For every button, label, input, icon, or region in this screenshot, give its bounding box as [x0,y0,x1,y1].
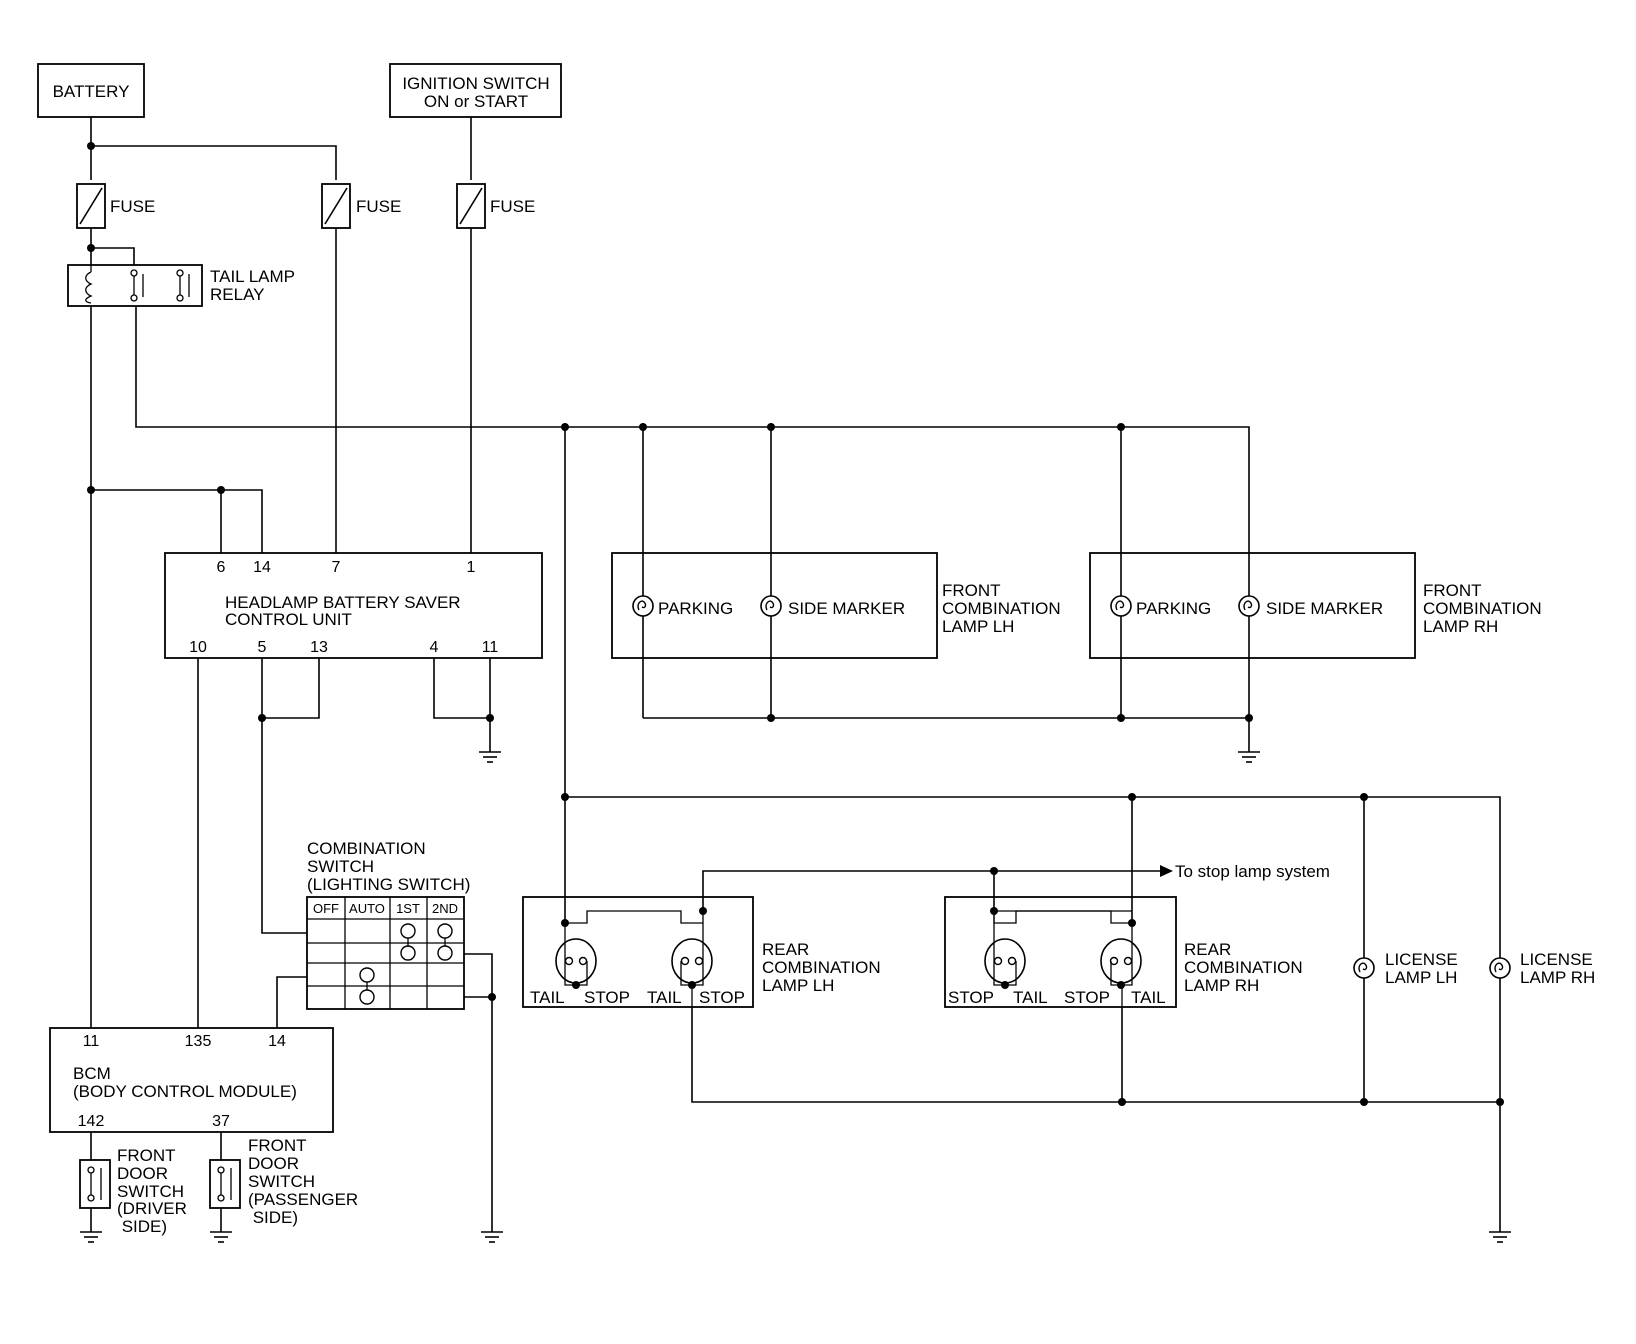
front-rh-label-line1: FRONT [1423,581,1482,600]
comb-switch-label-line1: COMBINATION [307,839,426,858]
ignition-switch-block: IGNITION SWITCH ON or START [389,63,562,118]
front-door-switch-driver: FRONT DOOR SWITCH (DRIVER SIDE) [79,1146,187,1236]
bcm-label-line2: (BODY CONTROL MODULE) [73,1082,297,1101]
side-marker-label: SIDE MARKER [788,599,905,618]
pin-6: 6 [217,559,226,576]
passenger-switch-line3: SWITCH [248,1172,315,1191]
pin-4: 4 [430,639,439,656]
bcm-label-line1: BCM [73,1064,111,1083]
stop-lamp-system-label: To stop lamp system [1175,862,1330,881]
comb-switch-label-line2: SWITCH [307,857,374,876]
rear-rh-label-line1: REAR [1184,940,1231,959]
license-rh-line1: LICENSE [1520,950,1593,969]
stop-label: STOP [584,988,630,1007]
tail-label: TAIL [647,988,682,1007]
front-combination-lamp-lh: PARKING SIDE MARKER FRONT COMBINATION LA… [611,552,1061,659]
driver-switch-line5: SIDE) [117,1217,167,1236]
ground-icon [478,751,502,763]
pin-11: 11 [482,639,499,656]
headlamp-battery-saver-control-unit: 6 14 7 1 HEADLAMP BATTERY SAVER CONTROL … [164,552,543,659]
license-rh-line2: LAMP RH [1520,968,1595,987]
bcm-pin-11: 11 [83,1033,100,1050]
pin-1: 1 [467,559,476,576]
fuse-label: FUSE [490,197,535,216]
driver-switch-line3: SWITCH [117,1182,184,1201]
fuse-ignition: FUSE [456,183,535,229]
comb-switch-label-line3: (LIGHTING SWITCH) [307,875,470,894]
ground-icon [1237,751,1261,763]
ignition-label-line2: ON or START [424,92,528,111]
tail-lamp-relay: TAIL LAMP RELAY [67,264,295,307]
stop-label: STOP [1064,988,1110,1007]
pin-13: 13 [310,639,328,656]
stop-label: STOP [948,988,994,1007]
bcm-pin-135: 135 [185,1033,212,1050]
ground-icon [209,1231,233,1243]
front-lh-label-line1: FRONT [942,581,1001,600]
saver-label-line1: HEADLAMP BATTERY SAVER [225,593,461,612]
fuse-battery-relay: FUSE [76,183,155,229]
tail-label: TAIL [1013,988,1048,1007]
battery-block: BATTERY [37,63,145,118]
switch-pos-1st: 1ST [396,901,420,916]
fuse-label: FUSE [110,197,155,216]
parking-label: PARKING [1136,599,1211,618]
stop-label: STOP [699,988,745,1007]
front-lh-label-line3: LAMP LH [942,617,1014,636]
side-marker-label: SIDE MARKER [1266,599,1383,618]
saver-label-line2: CONTROL UNIT [225,610,352,629]
switch-pos-off: OFF [313,901,339,916]
switch-pos-2nd: 2ND [432,901,458,916]
switch-pos-auto: AUTO [349,901,385,916]
ground-icon [79,1231,103,1243]
rear-combination-lamp-rh: STOP TAIL STOP TAIL REAR COMBINATION LAM… [944,896,1303,1008]
driver-switch-line2: DOOR [117,1164,168,1183]
rear-rh-label-line2: COMBINATION [1184,958,1303,977]
rear-lh-label-line2: COMBINATION [762,958,881,977]
parking-label: PARKING [658,599,733,618]
passenger-switch-line4: (PASSENGER [248,1190,358,1209]
junction-dots [87,142,1504,1106]
pin-10: 10 [189,639,207,656]
license-lh-line1: LICENSE [1385,950,1458,969]
bcm-pin-14: 14 [268,1033,286,1050]
ground-icon [480,1231,504,1243]
fuse-label: FUSE [356,197,401,216]
pin-5: 5 [258,639,267,656]
front-door-switch-passenger: FRONT DOOR SWITCH (PASSENGER SIDE) [209,1136,358,1227]
rear-lh-label-line3: LAMP LH [762,976,834,995]
tail-label: TAIL [530,988,565,1007]
pin-14: 14 [253,559,271,576]
front-rh-label-line2: COMBINATION [1423,599,1542,618]
front-rh-label-line3: LAMP RH [1423,617,1498,636]
ignition-label-line1: IGNITION SWITCH [402,74,549,93]
rear-lh-label-line1: REAR [762,940,809,959]
pin-7: 7 [332,559,341,576]
rear-rh-label-line3: LAMP RH [1184,976,1259,995]
battery-label: BATTERY [53,82,130,101]
license-lamp-rh: LICENSE LAMP RH [1489,950,1595,987]
passenger-switch-line1: FRONT [248,1136,307,1155]
rear-combination-lamp-lh: TAIL STOP TAIL STOP REAR COMBINATION LAM… [522,896,881,1008]
passenger-switch-line5: SIDE) [248,1208,298,1227]
relay-label-line2: RELAY [210,285,265,304]
driver-switch-line1: FRONT [117,1146,176,1165]
ground-icon [1488,1231,1512,1243]
license-lamp-lh: LICENSE LAMP LH [1353,950,1458,987]
bcm-pin-142: 142 [78,1113,105,1130]
bcm-pin-37: 37 [212,1113,230,1130]
combination-switch: COMBINATION SWITCH (LIGHTING SWITCH) OFF… [306,839,470,1010]
front-combination-lamp-rh: PARKING SIDE MARKER FRONT COMBINATION LA… [1089,552,1542,659]
bcm-body-control-module: 11 135 14 BCM (BODY CONTROL MODULE) 142 … [49,1027,334,1133]
fuse-battery-saver: FUSE [321,183,401,229]
relay-label-line1: TAIL LAMP [210,267,295,286]
front-lh-label-line2: COMBINATION [942,599,1061,618]
passenger-switch-line2: DOOR [248,1154,299,1173]
license-lh-line2: LAMP LH [1385,968,1457,987]
tail-label: TAIL [1131,988,1166,1007]
driver-switch-line4: (DRIVER [117,1199,187,1218]
